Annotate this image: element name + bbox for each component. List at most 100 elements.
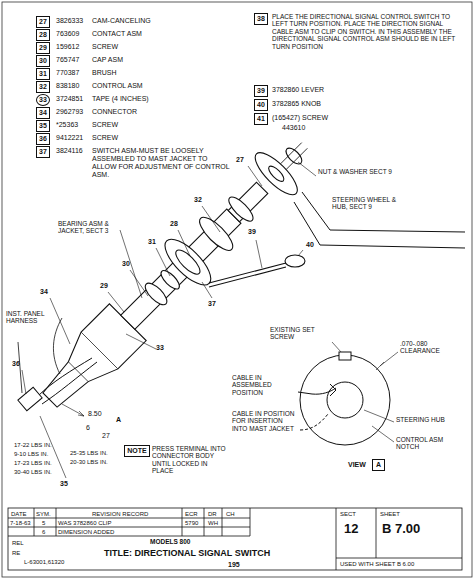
- label-text: 838180: [56, 82, 79, 90]
- label-text: CABLE IN ASSEMBLED POSITION: [232, 374, 296, 396]
- label-text: 30: [122, 260, 130, 268]
- label-text: TAPE (4 INCHES): [92, 95, 149, 103]
- label-text: 3826333: [56, 17, 83, 25]
- callout-box: 36: [36, 133, 50, 145]
- label-text: EXISTING SET SCREW: [270, 326, 330, 341]
- label-text: 29: [100, 282, 108, 290]
- callout-number: 36: [37, 134, 49, 144]
- label-text: CAP ASM: [92, 56, 123, 64]
- knob: [285, 255, 305, 267]
- callout-box: 32: [36, 81, 50, 93]
- label-text: DIMENSION ADDED: [58, 529, 114, 536]
- label-text: CONTROL ASM: [92, 82, 143, 90]
- steering-wheel: [294, 192, 465, 248]
- callout-box: 41: [254, 113, 268, 125]
- label-text: DATE: [11, 511, 27, 518]
- label-text: 28: [170, 220, 178, 228]
- label-text: CONTROL ASM NOTCH: [396, 436, 466, 451]
- label-text: 36: [12, 360, 20, 368]
- title-block: [8, 508, 462, 570]
- label-text: 3782860 LEVER: [272, 86, 324, 94]
- label-text: VIEW: [348, 461, 366, 469]
- callout-number: 31: [37, 69, 49, 79]
- label-text: REL: [12, 540, 24, 547]
- label-text: .070-.080 CLEARANCE: [400, 340, 462, 355]
- callout-number: 32: [37, 82, 49, 92]
- label-text: RE: [12, 550, 20, 557]
- label-text: REVISION RECORD: [92, 511, 148, 518]
- label-text: SCREW: [92, 134, 118, 142]
- view-a-detail: [298, 342, 398, 445]
- callout-number: 27: [37, 17, 49, 27]
- label-text: L-63001,61320: [24, 559, 64, 566]
- label-text: BRUSH: [92, 69, 117, 77]
- label-text: PRESS TERMINAL INTO CONNECTOR BODY UNTIL…: [152, 445, 228, 475]
- label-text: 7-18-63: [10, 520, 31, 527]
- label-text: 2962793: [56, 108, 83, 116]
- callout-box: NOTE: [124, 445, 150, 457]
- callout-box: 40: [254, 99, 268, 111]
- label-text: 33: [156, 344, 164, 352]
- label-text: 12: [344, 522, 358, 537]
- label-text: CONTACT ASM: [92, 30, 142, 38]
- label-text: CH: [226, 511, 235, 518]
- label-text: DR: [208, 511, 217, 518]
- label-text: 27: [236, 156, 244, 164]
- callout-box: 27: [36, 16, 50, 28]
- brush: [158, 268, 182, 292]
- label-text: 5790: [185, 520, 198, 527]
- label-text: CONNECTOR: [92, 108, 137, 116]
- label-text: 31: [148, 238, 156, 246]
- label-text: 765747: [56, 56, 79, 64]
- callout-box: 29: [36, 42, 50, 54]
- label-text: 3824116: [56, 147, 83, 155]
- callout-box: 28: [36, 29, 50, 41]
- label-text: 3782865 KNOB: [272, 100, 321, 108]
- label-text: 39: [248, 228, 256, 236]
- label-text: WH: [208, 520, 218, 527]
- label-text: 25-35 LBS IN.: [70, 450, 108, 457]
- label-text: ECR: [185, 511, 198, 518]
- label-text: 3724851: [56, 95, 83, 103]
- callout-number: 28: [37, 30, 49, 40]
- label-text: 20-30 LBS IN.: [70, 459, 108, 466]
- label-text: *25363: [56, 121, 78, 129]
- label-text: CABLE IN POSITION FOR INSERTION INTO MAS…: [232, 410, 298, 432]
- label-text: 27: [102, 432, 110, 440]
- callout-number: 41: [255, 114, 267, 124]
- label-text: BEARING ASM & JACKET, SECT 3: [58, 220, 128, 235]
- label-text: 195: [228, 561, 240, 569]
- label-text: 8.50: [88, 410, 102, 418]
- label-text: INST. PANEL HARNESS: [6, 310, 48, 325]
- callout-number: NOTE: [125, 446, 149, 456]
- label-text: 443610: [282, 124, 305, 132]
- set-screw: [339, 352, 351, 360]
- cable: [298, 388, 336, 394]
- label-text: SWITCH ASM-MUST BE LOOSELY ASSEMBLED TO …: [92, 147, 230, 179]
- callout-number: A: [373, 460, 384, 470]
- cap-asm: [195, 213, 237, 255]
- label-text: PLACE THE DIRECTIONAL SIGNAL CONTROL SWI…: [272, 13, 464, 50]
- callout-box: 34: [36, 107, 50, 119]
- label-text: 5: [42, 520, 45, 527]
- label-text: A: [116, 416, 121, 424]
- callout-box: 39: [254, 85, 268, 97]
- label-text: STEERING HUB: [396, 416, 466, 423]
- label-text: CAM-CANCELING: [92, 17, 151, 25]
- control-asm: [158, 232, 217, 291]
- label-text: 35: [60, 480, 68, 488]
- label-text: B 7.00: [382, 522, 420, 537]
- label-text: SYM.: [36, 511, 51, 518]
- label-text: SCREW: [92, 121, 118, 129]
- label-text: 9-10 LBS IN.: [14, 451, 48, 458]
- callout-number: 38: [255, 14, 267, 24]
- callout-number: 34: [37, 108, 49, 118]
- callout-number: 40: [255, 100, 267, 110]
- callout-number: 37: [37, 147, 49, 157]
- nut-washer: [283, 145, 304, 166]
- label-text: WAS 3782860 CLIP: [58, 520, 111, 527]
- callout-box: A: [372, 459, 385, 471]
- callout-number: 30: [37, 56, 49, 66]
- label-text: SECT: [340, 511, 356, 518]
